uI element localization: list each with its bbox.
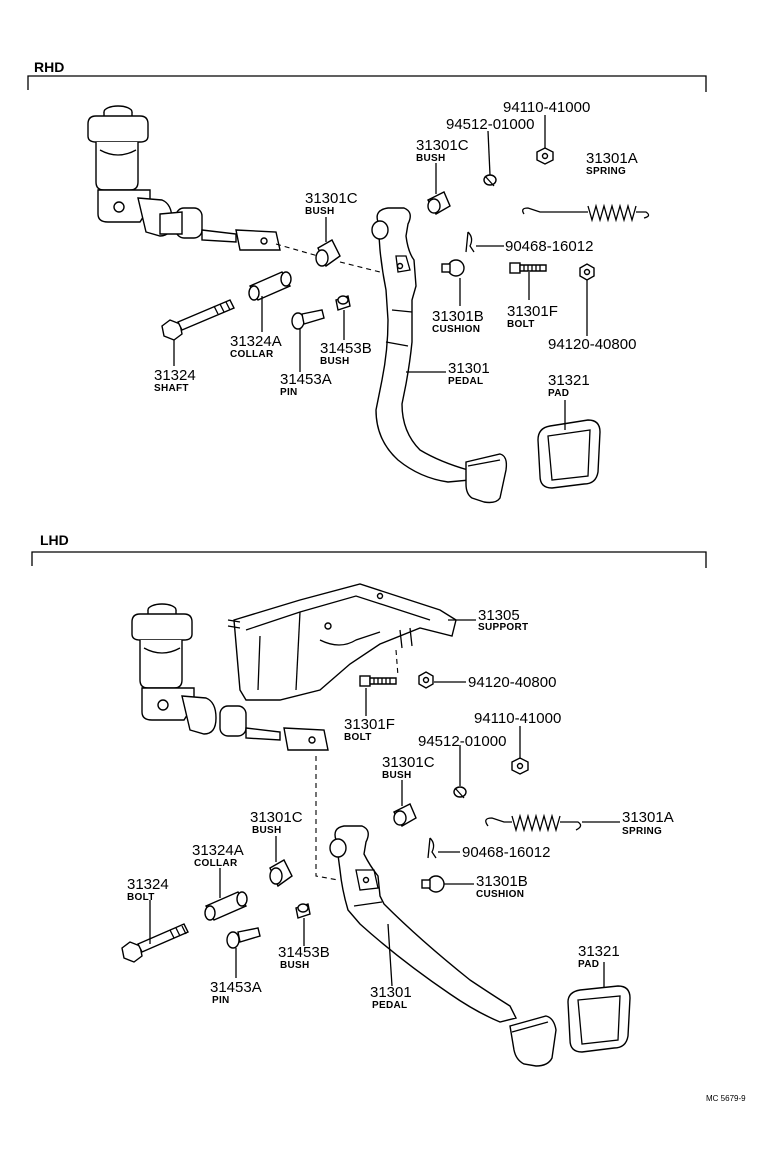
lhd-bolt-shaft-number: 31324 (127, 876, 169, 893)
lhd-pin-number: 31453A (210, 979, 262, 996)
rhd-labels: 94110-41000 94512-01000 31301C BUSH 3130… (154, 99, 638, 399)
lhd-bush-b-name: BUSH (280, 960, 310, 971)
lhd-small-parts (121, 671, 582, 963)
rhd-pin-number: 31453A (280, 371, 332, 388)
lhd-support-name: SUPPORT (478, 622, 528, 633)
lhd-bolt-shaft-name: BOLT (127, 892, 155, 903)
lhd-bush-c-top-number: 31301C (382, 754, 435, 771)
lhd-bush-c-left-number: 31301C (250, 809, 303, 826)
rhd-nut-41000-number: 94110-41000 (503, 99, 590, 116)
rhd-collar-number: 31324A (230, 333, 282, 350)
lhd-pedal-name: PEDAL (372, 1000, 407, 1011)
lhd-pad-name: PAD (578, 959, 599, 970)
lhd-collar-name: COLLAR (194, 858, 238, 869)
rhd-section-title: RHD (34, 59, 64, 75)
rhd-bolt-f-name: BOLT (507, 319, 535, 330)
rhd-pedal-name: PEDAL (448, 376, 483, 387)
rhd-bush-c-top-name: BUSH (416, 153, 446, 164)
rhd-bush-b-number: 31453B (320, 340, 372, 357)
rhd-spring-number: 31301A (586, 150, 638, 167)
rhd-section-bracket (27, 75, 707, 92)
lhd-spring-number: 31301A (622, 809, 674, 826)
rhd-bolt-f-number: 31301F (507, 303, 558, 320)
rhd-cushion-name: CUSHION (432, 324, 480, 335)
lhd-bolt-f-name: BOLT (344, 732, 372, 743)
rhd-pedal-drawing (371, 207, 508, 504)
rhd-small-parts (161, 147, 650, 341)
lhd-leader-lines (149, 619, 620, 988)
rhd-spring-name: SPRING (586, 166, 626, 177)
lhd-washer-number: 94512-01000 (418, 733, 506, 750)
lhd-cushion-number: 31301B (476, 873, 528, 890)
rhd-pedal-number: 31301 (448, 360, 490, 377)
rhd-cushion-number: 31301B (432, 308, 484, 325)
lhd-bush-c-top-name: BUSH (382, 770, 412, 781)
rhd-leader-lines (173, 115, 588, 430)
rhd-shaft-number: 31324 (154, 367, 196, 384)
lhd-pin-name: PIN (212, 995, 230, 1006)
rhd-washer-number: 94512-01000 (446, 116, 534, 133)
rhd-bush-b-name: BUSH (320, 356, 350, 367)
rhd-collar-name: COLLAR (230, 349, 274, 360)
rhd-bush-c-top-number: 31301C (416, 137, 469, 154)
rhd-pad-number: 31321 (548, 372, 590, 389)
rhd-bush-c-left-number: 31301C (305, 190, 358, 207)
rhd-section: RHD (27, 59, 707, 504)
rhd-pad-name: PAD (548, 388, 569, 399)
rhd-pad-drawing (537, 419, 601, 489)
lhd-section-bracket (31, 551, 707, 568)
lhd-support-drawing (227, 583, 457, 701)
lhd-pedal-drawing (329, 825, 557, 1067)
lhd-labels: 31305 SUPPORT 94120-40800 31301F BOLT 94… (127, 607, 674, 1011)
lhd-clip-number: 90468-16012 (462, 844, 550, 861)
lhd-master-cylinder-drawing (131, 603, 329, 751)
lhd-pedal-number: 31301 (370, 984, 412, 1001)
rhd-clip-number: 90468-16012 (505, 238, 593, 255)
rhd-shaft-name: SHAFT (154, 383, 189, 394)
lhd-nut-41000-number: 94110-41000 (474, 710, 561, 727)
lhd-spring-name: SPRING (622, 826, 662, 837)
lhd-nut-40800-number: 94120-40800 (468, 674, 556, 691)
rhd-master-cylinder-drawing (87, 105, 281, 251)
lhd-section-title: LHD (40, 532, 69, 548)
figure-code: MC 5679-9 (706, 1094, 746, 1103)
lhd-cushion-name: CUSHION (476, 889, 524, 900)
lhd-pad-drawing (567, 985, 631, 1053)
rhd-nut-40800-number: 94120-40800 (548, 336, 636, 353)
lhd-bush-c-left-name: BUSH (252, 825, 282, 836)
lhd-bush-b-number: 31453B (278, 944, 330, 961)
lhd-pad-number: 31321 (578, 943, 620, 960)
lhd-section: LHD (31, 532, 707, 1067)
rhd-pin-name: PIN (280, 387, 298, 398)
rhd-bush-c-left-name: BUSH (305, 206, 335, 217)
lhd-bolt-f-number: 31301F (344, 716, 395, 733)
lhd-support-number: 31305 (478, 607, 520, 624)
lhd-collar-number: 31324A (192, 842, 244, 859)
